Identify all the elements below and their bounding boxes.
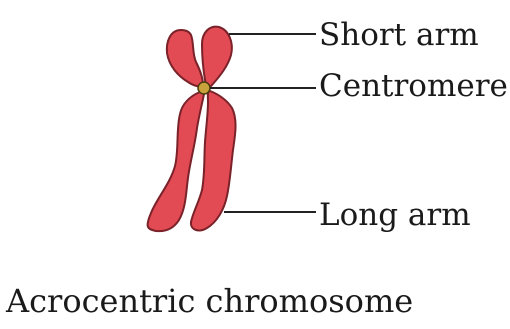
short-arm-left-chromatid	[167, 30, 203, 86]
centromere	[198, 82, 210, 94]
short-arm-right-chromatid	[202, 27, 232, 87]
centromere-label: Centromere	[319, 67, 508, 105]
short-arm-label: Short arm	[319, 16, 479, 54]
long-arm-label: Long arm	[319, 196, 471, 234]
chromosome	[148, 27, 236, 231]
figure-caption: Acrocentric chromosome	[6, 281, 413, 321]
